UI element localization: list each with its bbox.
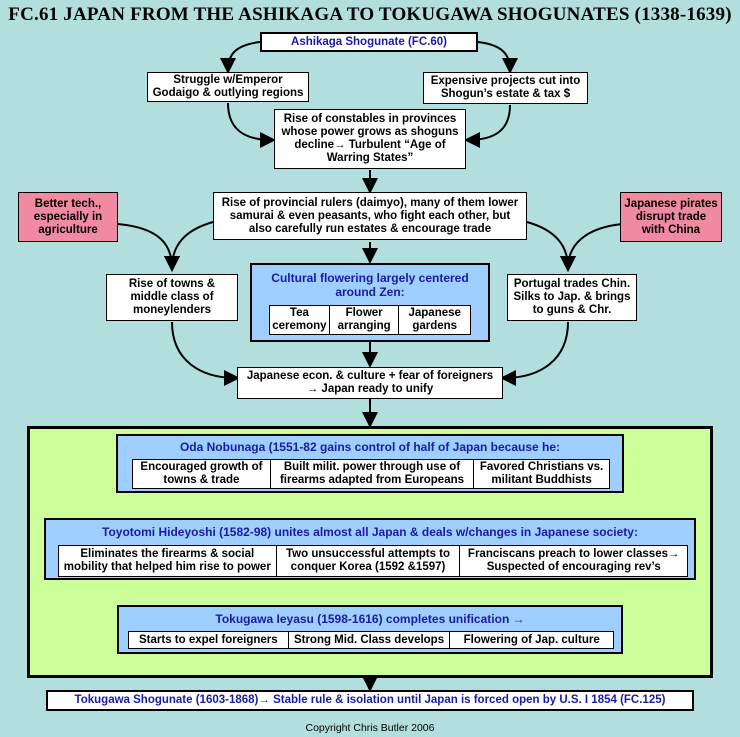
arrow-tech-towns — [117, 223, 180, 272]
tokugawa-ieyasu-panel: Tokugawa Ieyasu (1598-1616) completes un… — [117, 605, 623, 654]
cultural-items: Tea ceremony Flower arranging Japanese g… — [269, 305, 471, 335]
copyright-footer: Copyright Chris Butler 2006 — [305, 722, 435, 734]
tokugawa-items: Starts to expel foreigners Strong Mid. C… — [128, 631, 615, 649]
daimyo-box: Rise of provincial rulers (daimyo), many… — [213, 192, 527, 240]
oda-items: Encouraged growth of towns & trade Built… — [132, 459, 610, 489]
expensive-projects-box: Expensive projects cut into Shogun’s est… — [423, 72, 588, 104]
tokugawa-ieyasu-title: Tokugawa Ieyasu (1598-1616) completes un… — [215, 612, 525, 626]
arrow-towns-econ — [171, 321, 240, 386]
oda-item-towns: Encouraged growth of towns & trade — [132, 459, 271, 489]
cultural-flowering-panel: Cultural flowering largely centered arou… — [250, 263, 490, 342]
ashikaga-shogunate-box: Ashikaga Shogunate (FC.60) — [260, 32, 478, 52]
tokugawa-item-culture: Flowering of Jap. culture — [450, 631, 615, 649]
arrow-daimyo-towns — [164, 221, 214, 272]
cultural-flowering-title: Cultural flowering largely centered arou… — [271, 271, 469, 299]
arrow-pirates-portugal — [560, 223, 623, 272]
tokugawa-item-expel: Starts to expel foreigners — [128, 631, 289, 649]
towns-box: Rise of towns & middle class of moneylen… — [106, 274, 238, 321]
better-tech-box: Better tech., especially in agriculture — [18, 192, 118, 242]
toyotomi-items: Eliminates the firearms & social mobilit… — [58, 545, 688, 577]
struggle-box: Struggle w/Emperor Godaigo & outlying re… — [147, 72, 309, 102]
constables-box: Rise of constables in provinces whose po… — [274, 109, 466, 169]
cultural-item-tea: Tea ceremony — [269, 305, 330, 335]
arrow-struggle-constables — [227, 102, 276, 148]
oda-nobunaga-title: Oda Nobunaga (1551-82 gains control of h… — [179, 440, 561, 454]
cultural-item-gardens: Japanese gardens — [399, 305, 471, 335]
toyotomi-item-franciscans: Franciscans preach to lower classes→ Sus… — [460, 545, 688, 577]
tokugawa-item-midclass: Strong Mid. Class develops — [288, 631, 451, 649]
cultural-item-flower: Flower arranging — [329, 305, 400, 335]
toyotomi-item-firearms: Eliminates the firearms & social mobilit… — [58, 545, 277, 577]
arrow-ashikaga-struggle — [220, 41, 261, 74]
pirates-box: Japanese pirates disrupt trade with Chin… — [620, 192, 722, 242]
oda-item-christians: Favored Christians vs. militant Buddhist… — [474, 459, 610, 489]
page-title: FC.61 JAPAN FROM THE ASHIKAGA TO TOKUGAW… — [8, 4, 732, 25]
arrow-daimyo-portugal — [526, 221, 576, 272]
toyotomi-item-korea: Two unsuccessful attempts to conquer Kor… — [276, 545, 461, 577]
oda-item-firearms: Built milit. power through use of firear… — [270, 459, 475, 489]
arrow-portugal-econ — [500, 321, 569, 386]
toyotomi-hideyoshi-title: Toyotomi Hideyoshi (1582-98) unites almo… — [102, 525, 638, 539]
toyotomi-hideyoshi-panel: Toyotomi Hideyoshi (1582-98) unites almo… — [44, 518, 696, 580]
arrow-ashikaga-expensive — [477, 41, 518, 74]
tokugawa-shogunate-box: Tokugawa Shogunate (1603-1868)→ Stable r… — [46, 690, 694, 711]
econ-ready-box: Japanese econ. & culture + fear of forei… — [237, 367, 503, 399]
arrow-expensive-constables — [464, 104, 511, 148]
portugal-box: Portugal trades Chin. Silks to Jap. & br… — [507, 274, 637, 321]
oda-nobunaga-panel: Oda Nobunaga (1551-82 gains control of h… — [116, 434, 624, 493]
